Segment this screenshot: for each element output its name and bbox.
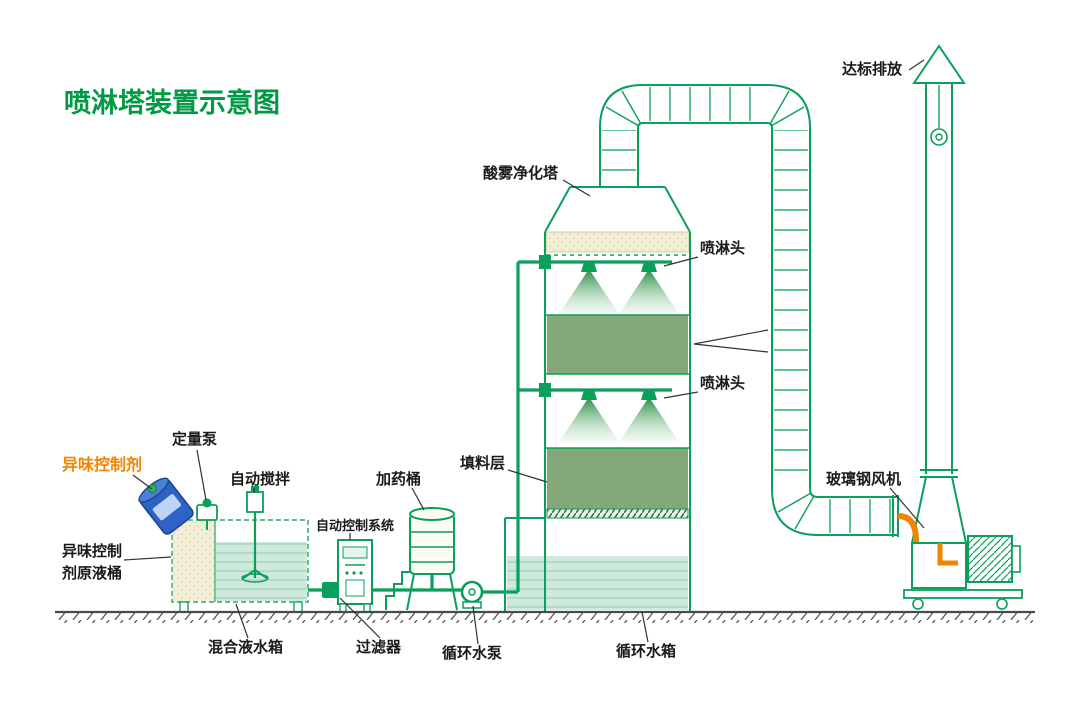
- packing-layer-upper: [547, 315, 688, 374]
- dosing-barrel-unit: [385, 507, 458, 611]
- label-metering-pump: 定量泵: [172, 430, 217, 448]
- emission-cone: [912, 44, 966, 84]
- metering-pump-body: [196, 498, 218, 530]
- label-filter: 过滤器: [356, 638, 402, 656]
- label-fan: 玻璃钢风机: [826, 470, 901, 488]
- exhaust-duct: [599, 84, 899, 537]
- label-spray-head-upper: 喷淋头: [700, 239, 745, 257]
- page-title: 喷淋塔装置示意图: [64, 87, 280, 118]
- label-agent-stock-barrel-line1: 异味控制: [62, 542, 122, 560]
- circulating-water-tank: [504, 517, 688, 612]
- leader-lines: [123, 59, 925, 645]
- odor-agent-barrel: [138, 477, 194, 535]
- spray-tower: [504, 186, 691, 612]
- label-mixing-tank: 混合液水箱: [208, 638, 283, 656]
- water-surface: [507, 556, 688, 610]
- spray-cone: [619, 272, 679, 314]
- label-auto-control-system: 自动控制系统: [316, 518, 394, 533]
- duct-elbow-ribs: [605, 90, 815, 530]
- support-grid: [546, 508, 689, 519]
- label-tower: 酸雾净化塔: [483, 164, 559, 182]
- spray-cone: [619, 400, 679, 442]
- packing-layer-lower: [547, 448, 688, 509]
- label-dosing-barrel: 加药桶: [375, 470, 421, 488]
- demister-band: [545, 231, 690, 253]
- fan-inlet-pipe: [897, 513, 919, 560]
- fan-base: [903, 589, 1023, 599]
- label-spray-head-lower: 喷淋头: [700, 374, 745, 392]
- stock-solution-compartment: [173, 521, 215, 601]
- label-packing-layer: 填料层: [460, 454, 505, 472]
- circulating-pump-body: [460, 580, 484, 609]
- label-circulating-tank: 循环水箱: [616, 642, 676, 660]
- recirculation-piping: [308, 262, 520, 609]
- label-agent-stock-barrel-line2: 剂原液桶: [62, 564, 122, 582]
- stirrer: [241, 486, 269, 583]
- frp-fan: [897, 513, 1023, 610]
- chimney-stack: [911, 44, 967, 544]
- label-emission: 达标排放: [842, 60, 903, 78]
- spray-header-upper: [518, 255, 679, 314]
- label-circulating-pump: 循环水泵: [442, 644, 502, 662]
- spray-cone: [559, 272, 619, 314]
- label-odor-control-agent: 异味控制剂: [62, 455, 142, 474]
- label-auto-stirrer: 自动搅拌: [230, 470, 290, 488]
- control-cabinet: [337, 539, 373, 613]
- mixing-tank-unit: [171, 486, 309, 613]
- ladder-steps: [385, 571, 410, 610]
- ground-line: [55, 610, 1035, 623]
- fan-motor: [967, 535, 1013, 583]
- stack-port-icon: [930, 128, 948, 146]
- spray-cone: [559, 400, 619, 442]
- mixed-liquid-water: [216, 542, 307, 601]
- spray-header-lower: [518, 383, 679, 442]
